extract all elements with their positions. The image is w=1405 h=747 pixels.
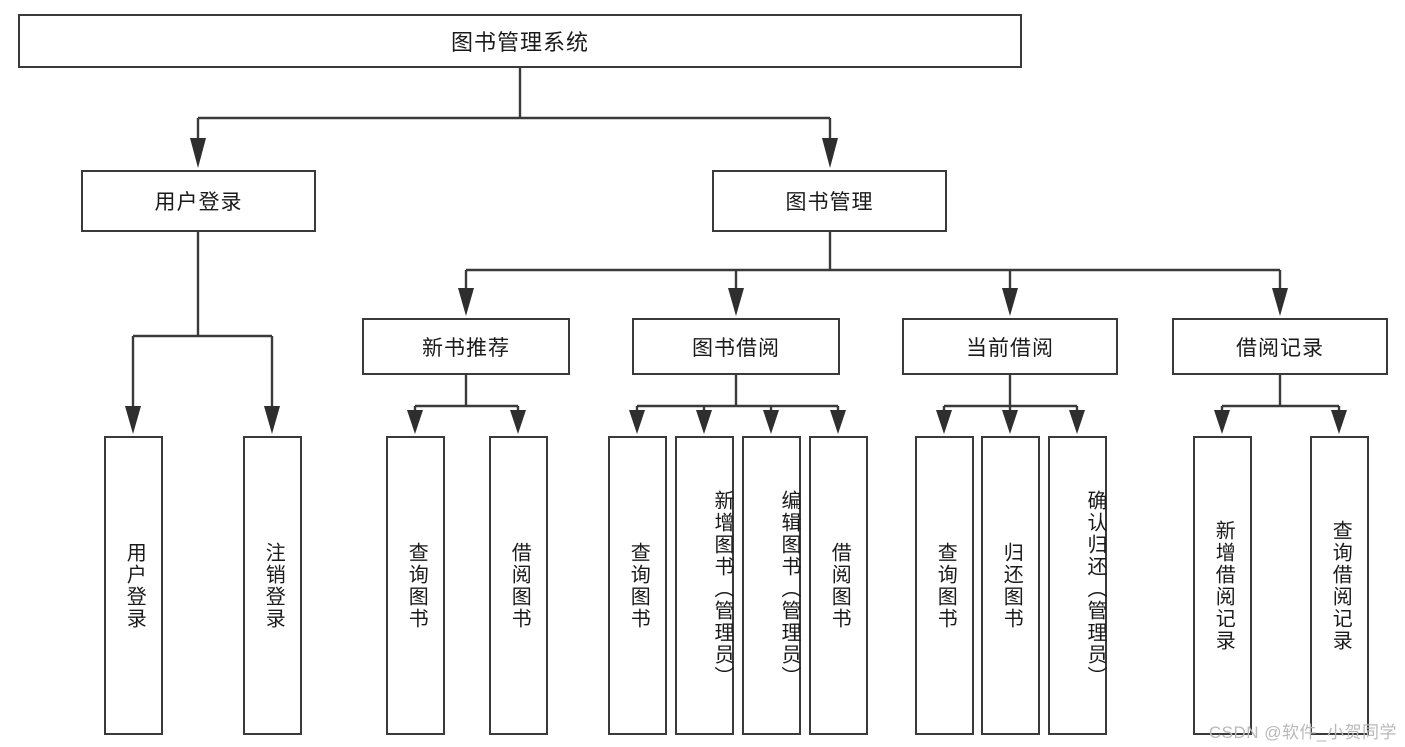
arrow-leaf-borrow-book-1 <box>510 410 526 434</box>
arrow-borrow-record <box>1272 288 1288 316</box>
arrow-leaf-user-login <box>125 406 141 434</box>
watermark: CSDN @软件_小贺同学 <box>1208 723 1397 742</box>
arrow-leaf-return-book <box>1002 410 1018 434</box>
node-book-borrow[interactable]: 图书借阅 <box>632 318 840 375</box>
node-new-book-recommend[interactable]: 新书推荐 <box>362 318 570 375</box>
node-leaf-add-book[interactable]: 新增图书（管理员） <box>675 436 734 735</box>
node-leaf-query-book-borrow[interactable]: 查询图书 <box>608 436 667 735</box>
node-current-borrow[interactable]: 当前借阅 <box>902 318 1118 375</box>
node-leaf-edit-book[interactable]: 编辑图书（管理员） <box>742 436 801 735</box>
node-leaf-query-book-current[interactable]: 查询图书 <box>915 436 974 735</box>
arrow-leaf-borrow-book-2 <box>830 410 846 434</box>
arrow-book-borrow <box>728 288 744 316</box>
node-leaf-confirm-return[interactable]: 确认归还（管理员） <box>1048 436 1107 735</box>
arrow-leaf-add-record <box>1214 410 1230 434</box>
node-leaf-user-login[interactable]: 用户登录 <box>104 436 163 735</box>
node-leaf-borrow-book-recommend[interactable]: 借阅图书 <box>489 436 548 735</box>
node-leaf-query-borrow-record[interactable]: 查询借阅记录 <box>1310 436 1369 735</box>
arrow-book-management <box>822 138 838 168</box>
arrow-new-book-recommend <box>458 288 474 316</box>
arrow-leaf-query-book-3 <box>936 410 952 434</box>
node-borrow-record[interactable]: 借阅记录 <box>1172 318 1388 375</box>
node-leaf-logout-login[interactable]: 注销登录 <box>243 436 302 735</box>
arrow-leaf-logout-login <box>264 406 280 434</box>
node-leaf-borrow-book[interactable]: 借阅图书 <box>809 436 868 735</box>
arrow-user-login <box>190 138 206 168</box>
node-leaf-query-book-recommend[interactable]: 查询图书 <box>386 436 445 735</box>
arrow-leaf-add-book <box>696 410 712 434</box>
arrow-leaf-query-book-2 <box>629 410 645 434</box>
node-leaf-return-book[interactable]: 归还图书 <box>981 436 1040 735</box>
arrow-leaf-edit-book <box>763 410 779 434</box>
node-book-management[interactable]: 图书管理 <box>712 170 947 232</box>
arrow-current-borrow <box>1002 288 1018 316</box>
node-leaf-add-borrow-record[interactable]: 新增借阅记录 <box>1193 436 1252 735</box>
arrow-leaf-query-book-1 <box>407 410 423 434</box>
node-root-book-management-system[interactable]: 图书管理系统 <box>18 14 1022 68</box>
node-user-login[interactable]: 用户登录 <box>81 170 316 232</box>
arrow-leaf-confirm-return <box>1069 410 1085 434</box>
arrow-leaf-query-record <box>1331 410 1347 434</box>
